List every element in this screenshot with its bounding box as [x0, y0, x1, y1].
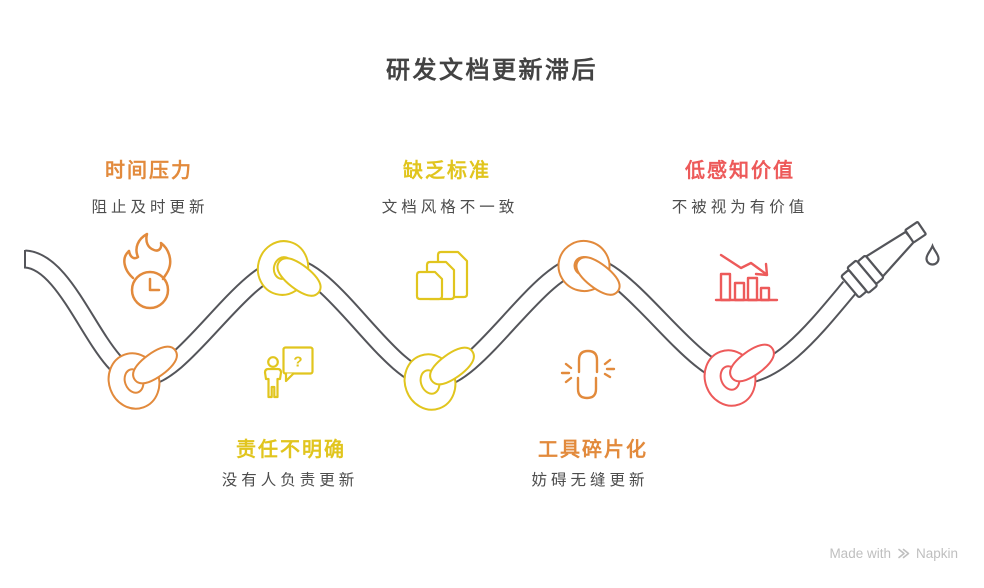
item-label-unclear-responsibility: 责任不明确 — [236, 439, 346, 461]
item-desc-lack-of-standards: 文档风格不一致 — [381, 199, 519, 216]
knot-loop-core — [278, 259, 320, 295]
chart-bar — [746, 276, 759, 302]
link-bottom-half — [576, 376, 598, 400]
flame-outline — [123, 232, 172, 281]
stacked-documents-icon — [415, 250, 469, 301]
rope-knot-unclear-responsibility — [256, 240, 322, 297]
page-title: 研发文档更新滞后 — [386, 57, 598, 84]
made-with-napkin-badge: Made with Napkin — [829, 546, 958, 561]
person-body — [263, 367, 283, 399]
chart-bar — [733, 281, 746, 302]
knot-loop-core — [134, 347, 176, 383]
nozzle-tip — [904, 221, 927, 244]
knot-loop-core — [577, 258, 619, 294]
flame-clock-icon — [123, 232, 172, 310]
napkin-logo-icon — [898, 548, 910, 559]
break-sparks — [560, 358, 616, 384]
broken-link-icon — [560, 349, 616, 400]
knot-loop-core — [731, 345, 773, 381]
rope-knot-lack-of-standards — [403, 346, 475, 411]
item-desc-time-pressure: 阻止及时更新 — [91, 199, 209, 216]
person-question-icon: ? — [263, 346, 314, 399]
hose-nozzle — [840, 221, 927, 299]
item-label-time-pressure: 时间压力 — [105, 160, 193, 182]
item-label-low-perceived-value: 低感知价值 — [685, 160, 795, 182]
speech-bubble-tail — [284, 372, 295, 383]
trend-arrowhead — [754, 262, 769, 277]
nozzle-band-1 — [840, 269, 867, 299]
chart-bar — [759, 286, 771, 302]
speech-bubble — [282, 346, 314, 375]
rope-knot-tool-fragmentation — [557, 239, 621, 296]
document-front — [415, 270, 444, 301]
rope-knot-low-perceived-value — [703, 343, 775, 407]
person-head — [267, 356, 279, 368]
trend-down-line — [719, 253, 768, 276]
item-label-tool-fragmentation: 工具碎片化 — [538, 439, 648, 461]
item-desc-tool-fragmentation: 妨碍无缝更新 — [531, 472, 649, 489]
item-desc-unclear-responsibility: 没有人负责更新 — [221, 472, 359, 489]
water-droplet-icon — [925, 243, 940, 266]
item-desc-low-perceived-value: 不被视为有价值 — [671, 199, 809, 216]
made-with-label: Made with — [829, 546, 891, 561]
question-mark: ? — [293, 354, 302, 371]
knot-loop-core — [431, 348, 473, 384]
chart-bar — [719, 272, 732, 302]
link-top-half — [577, 349, 599, 374]
declining-bar-chart-icon — [714, 253, 779, 302]
napkin-brand-label: Napkin — [915, 546, 958, 561]
clock-face — [130, 270, 170, 310]
item-label-lack-of-standards: 缺乏标准 — [403, 160, 491, 182]
rope-knot-time-pressure — [107, 345, 178, 410]
clock-hands — [148, 277, 161, 292]
